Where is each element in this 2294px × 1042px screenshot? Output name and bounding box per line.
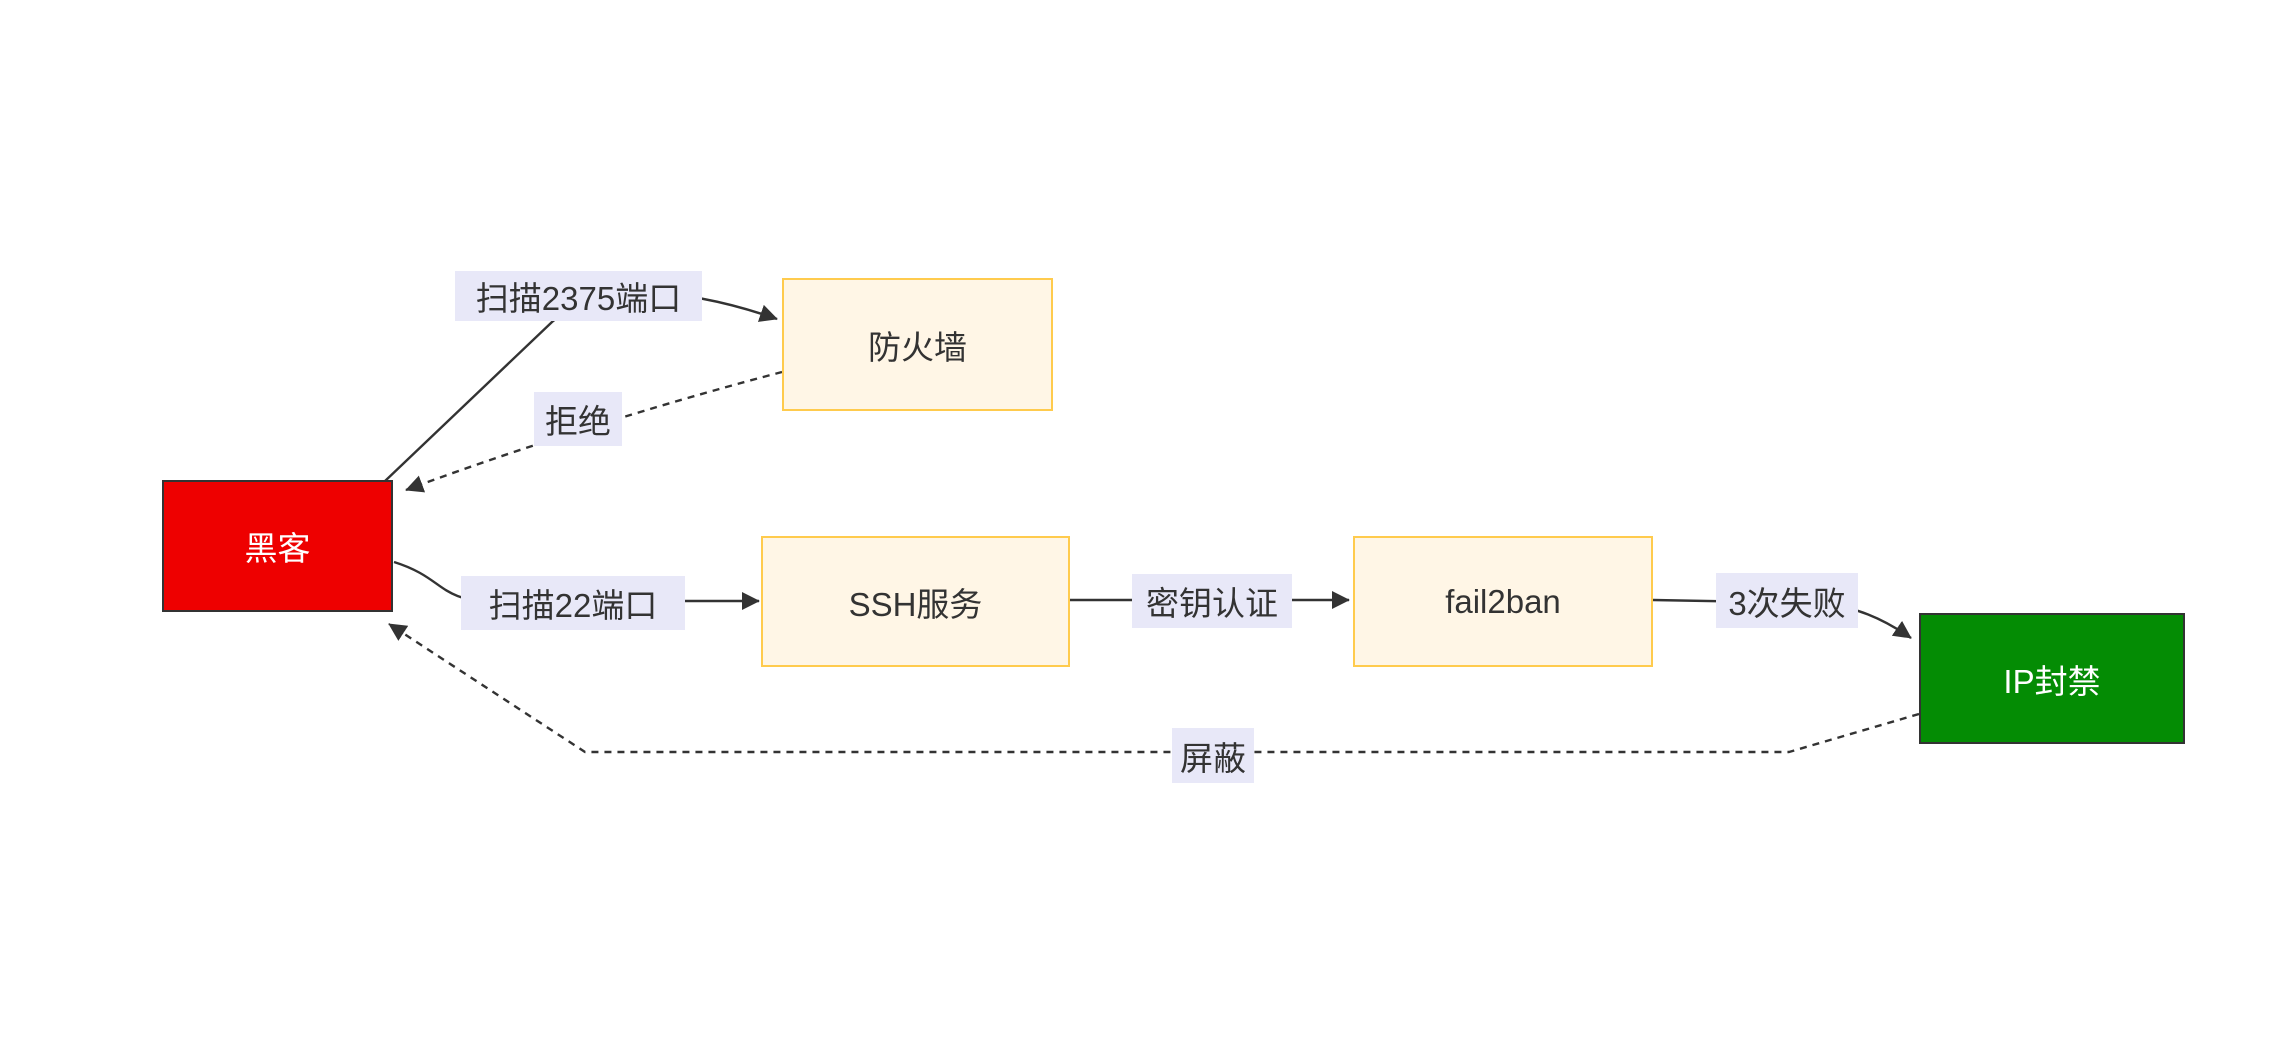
edge-block-line [388, 622, 1920, 754]
edge-scan2375-line [383, 291, 778, 483]
edge-label-block: 屏蔽 [1172, 728, 1254, 783]
edge-label-reject: 拒绝 [534, 392, 622, 446]
edge-label-scan2375: 扫描2375端口 [455, 271, 702, 321]
node-firewall-label: 防火墙 [868, 328, 967, 366]
node-fail2ban-label: fail2ban [1445, 582, 1561, 620]
edge-reject-line [405, 370, 783, 493]
node-fail2ban: fail2ban [1353, 536, 1653, 667]
node-hacker-label: 黑客 [244, 530, 311, 567]
node-firewall: 防火墙 [782, 278, 1053, 411]
node-hacker: 黑客 [162, 480, 393, 612]
edge-label-3fails: 3次失败 [1716, 573, 1858, 628]
edge-label-keyauth: 密钥认证 [1132, 574, 1292, 628]
node-ssh: SSH服务 [761, 536, 1070, 667]
node-ipban-label: IP封禁 [2003, 662, 2101, 700]
edge-label-scan22: 扫描22端口 [461, 576, 685, 630]
node-ipban: IP封禁 [1919, 613, 2185, 744]
node-ssh-label: SSH服务 [848, 585, 983, 623]
